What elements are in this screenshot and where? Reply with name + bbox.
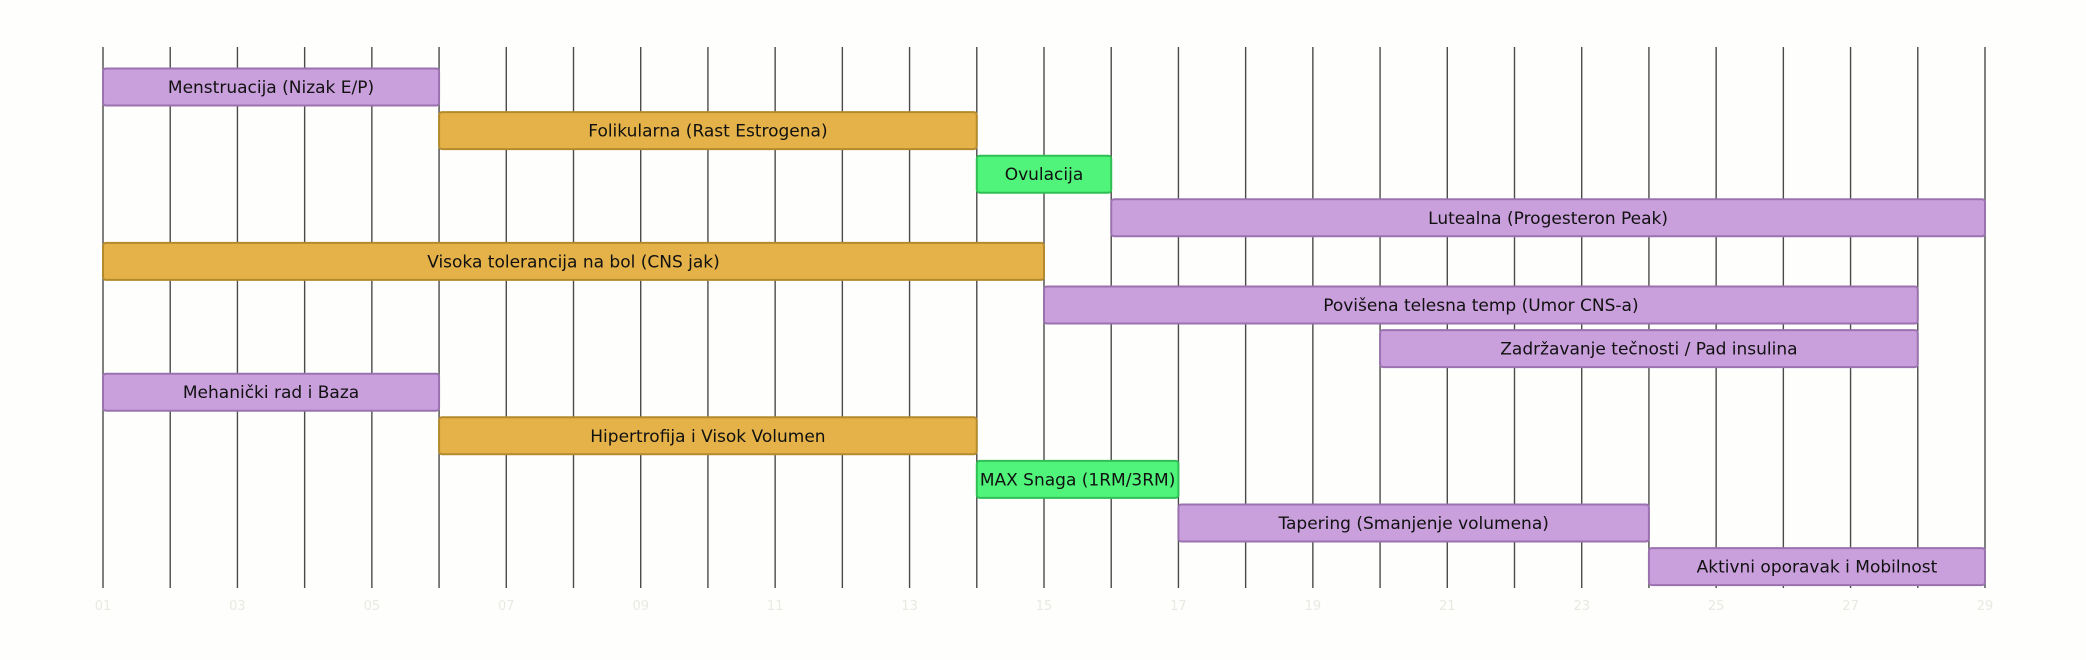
task-label: Povišena telesna temp (Umor CNS-a) (1323, 296, 1638, 316)
task-bar (1647, 547, 1987, 587)
task-label: Visoka tolerancija na bol (CNS jak) (427, 252, 720, 272)
task-bars (102, 67, 1987, 587)
task-label: Hipertrofija i Visok Volumen (590, 427, 825, 447)
x-tick-label: 21 (1439, 599, 1456, 614)
x-tick-label: 09 (632, 599, 649, 614)
task-bar (438, 111, 978, 151)
x-tick-label: 05 (364, 599, 381, 614)
task-bar (1043, 285, 1919, 325)
x-tick-label: 27 (1842, 599, 1859, 614)
task-label: Ovulacija (1005, 165, 1084, 185)
task-label: Folikularna (Rast Estrogena) (588, 122, 827, 142)
task-label: Tapering (Smanjenje volumena) (1277, 514, 1548, 534)
task-bar (1110, 198, 1986, 238)
x-tick-label: 15 (1036, 599, 1053, 614)
x-tick-label: 23 (1573, 599, 1590, 614)
x-tick-label: 11 (767, 599, 784, 614)
x-tick-label: 29 (1977, 599, 1994, 614)
x-tick-label: 13 (901, 599, 918, 614)
task-labels: Menstruacija (Nizak E/P) Folikularna (Ras… (168, 78, 1938, 578)
task-label: Zadržavanje tečnosti / Pad insulina (1500, 340, 1797, 360)
task-label: MAX Snaga (1RM/3RM) (980, 470, 1176, 490)
task-bar (1379, 329, 1919, 369)
task-bar (1177, 503, 1650, 543)
x-tick-label: 07 (498, 599, 515, 614)
task-label: Lutealna (Progesteron Peak) (1428, 209, 1668, 229)
task-bar (438, 416, 978, 456)
x-tick-label: 19 (1305, 599, 1322, 614)
x-tick-label: 17 (1170, 599, 1187, 614)
task-bar (975, 154, 1113, 194)
task-bar (102, 67, 441, 107)
task-label: Mehanički rad i Baza (183, 383, 359, 403)
task-bar (975, 459, 1180, 499)
x-axis-ticks: 01 03 05 07 09 11 13 15 17 19 21 23 25 27 29 (95, 599, 1994, 614)
task-bar (102, 241, 1045, 281)
task-bar (102, 372, 441, 412)
x-tick-label: 25 (1708, 599, 1725, 614)
x-tick-label: 03 (229, 599, 246, 614)
task-label: Aktivni oporavak i Mobilnost (1697, 558, 1938, 578)
x-tick-label: 01 (95, 599, 112, 614)
task-label: Menstruacija (Nizak E/P) (168, 78, 374, 98)
